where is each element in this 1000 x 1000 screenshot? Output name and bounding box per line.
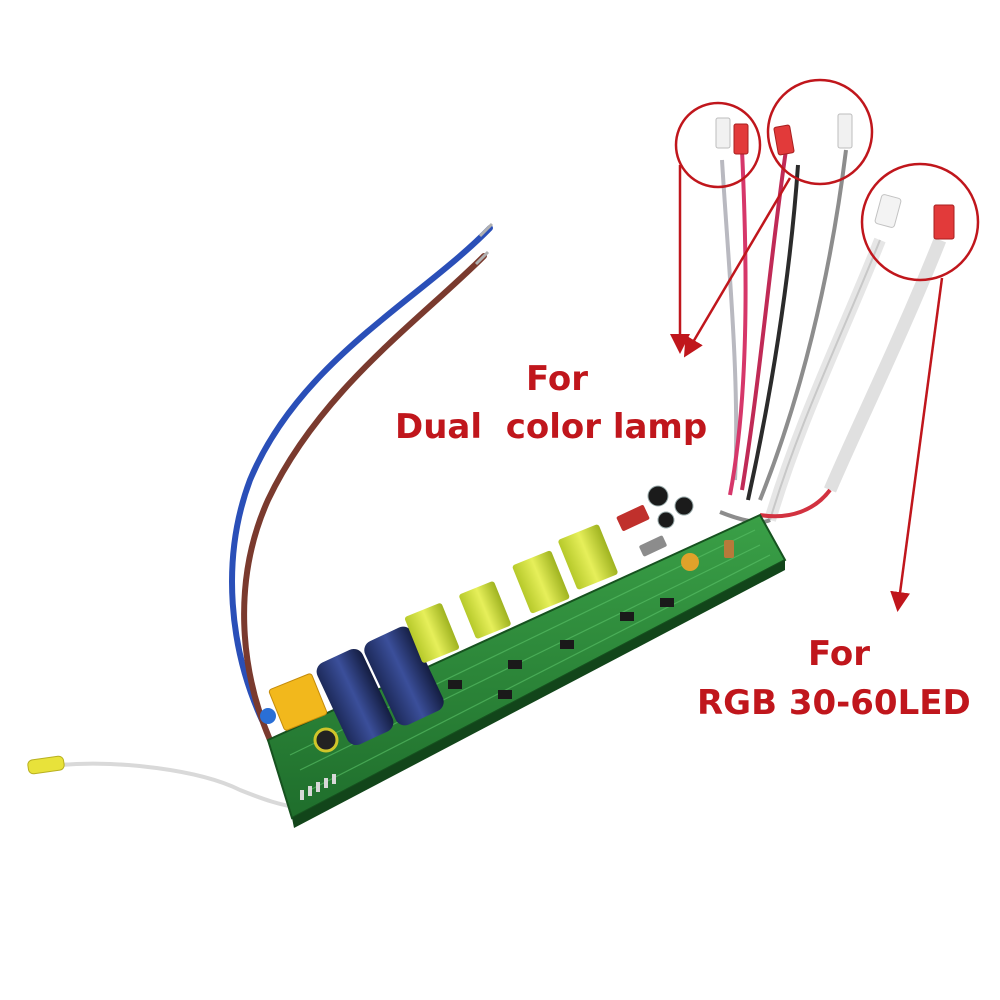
input-wires <box>229 222 494 743</box>
pcb-board <box>266 513 787 828</box>
components <box>260 485 734 800</box>
arrow-3 <box>890 277 944 612</box>
dual-color-lamp-label: Dual color lamp <box>395 407 708 447</box>
red-connector-2 <box>773 124 795 156</box>
white-connector-2 <box>837 113 853 149</box>
rgb-for-label: For <box>808 634 870 674</box>
blue-wire <box>229 225 493 723</box>
white-connector-1 <box>715 117 731 149</box>
rgb-led-label: RGB 30-60LED <box>697 683 971 723</box>
highlight-circle-2 <box>766 78 874 186</box>
antenna-wire <box>27 755 301 810</box>
dual-color-for-label: For <box>526 359 588 399</box>
coil-3 <box>512 550 570 614</box>
brown-wire <box>241 253 487 743</box>
red-component <box>616 505 650 531</box>
yellow-filter <box>268 673 328 731</box>
red-connector-3 <box>933 204 955 240</box>
annotations <box>670 78 980 612</box>
capacitor-2 <box>364 626 444 726</box>
yellow-connector <box>27 755 65 775</box>
red-connector-1 <box>733 123 749 155</box>
coil-2 <box>459 581 511 639</box>
coil-1 <box>404 603 460 663</box>
connectors <box>715 113 955 240</box>
blue-wire-tip <box>478 222 494 238</box>
brown-wire-tip <box>474 250 490 266</box>
white-connector-3 <box>874 194 902 228</box>
highlight-circle-1 <box>674 101 762 189</box>
arrow-2 <box>683 177 792 358</box>
coil-4 <box>558 524 618 590</box>
highlight-circle-3 <box>860 162 980 282</box>
small-round-cap <box>313 727 339 753</box>
capacitor-1 <box>316 648 394 746</box>
output-wires <box>719 149 947 524</box>
blue-capacitor <box>260 708 276 724</box>
